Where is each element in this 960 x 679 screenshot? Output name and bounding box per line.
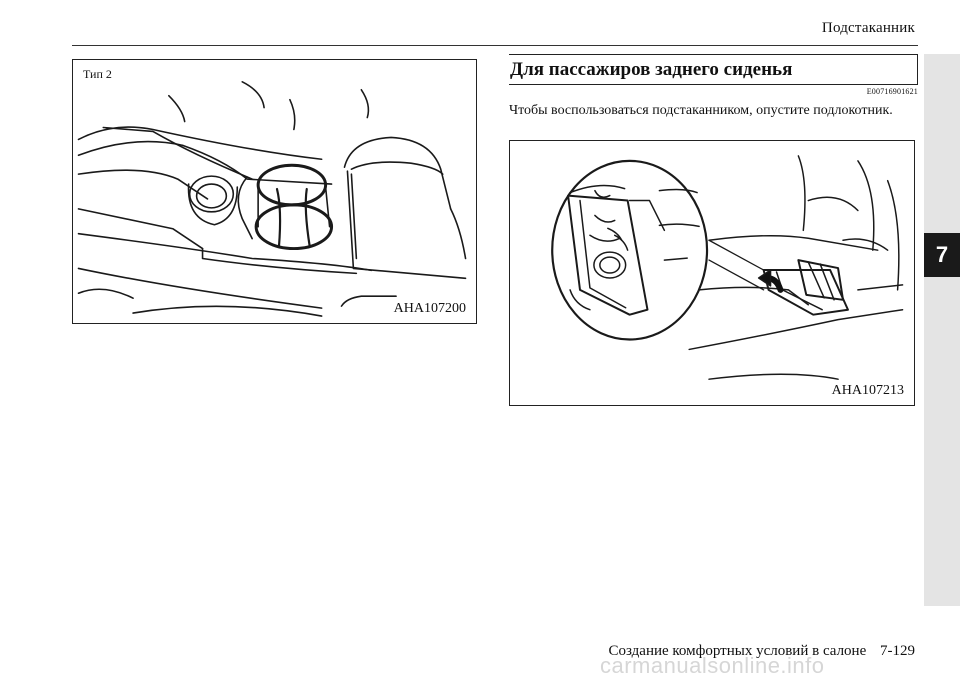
rear-armrest-illustration xyxy=(551,155,904,380)
console-cupholder-illustration xyxy=(77,81,467,317)
section-body-text: Чтобы воспользоваться подстаканником, оп… xyxy=(509,103,893,118)
running-header-title: Подстаканник xyxy=(821,20,915,36)
page-number: 7-129 xyxy=(880,643,915,659)
figure-type-label: Тип 2 xyxy=(83,67,112,81)
side-strip xyxy=(924,54,960,606)
section-code: E00716901621 xyxy=(866,87,918,96)
section-title: Для пассажиров заднего сиденья xyxy=(510,59,793,80)
figure-rear-armrest-cupholder: AHA107213 xyxy=(509,140,915,406)
header-rule xyxy=(72,45,918,46)
chapter-tab[interactable]: 7 xyxy=(924,233,960,277)
figure-console-cupholder: Тип 2 AHA107200 xyxy=(72,59,477,324)
section-heading-box: Для пассажиров заднего сиденья xyxy=(509,54,918,85)
footer-section-title: Создание комфортных условий в салоне xyxy=(608,643,867,659)
figure-code: AHA107213 xyxy=(829,383,906,399)
page-footer: Создание комфортных условий в салоне 7-1… xyxy=(609,643,916,660)
figure-code: AHA107200 xyxy=(391,301,468,317)
watermark: carmanualsonline.info xyxy=(600,653,825,678)
